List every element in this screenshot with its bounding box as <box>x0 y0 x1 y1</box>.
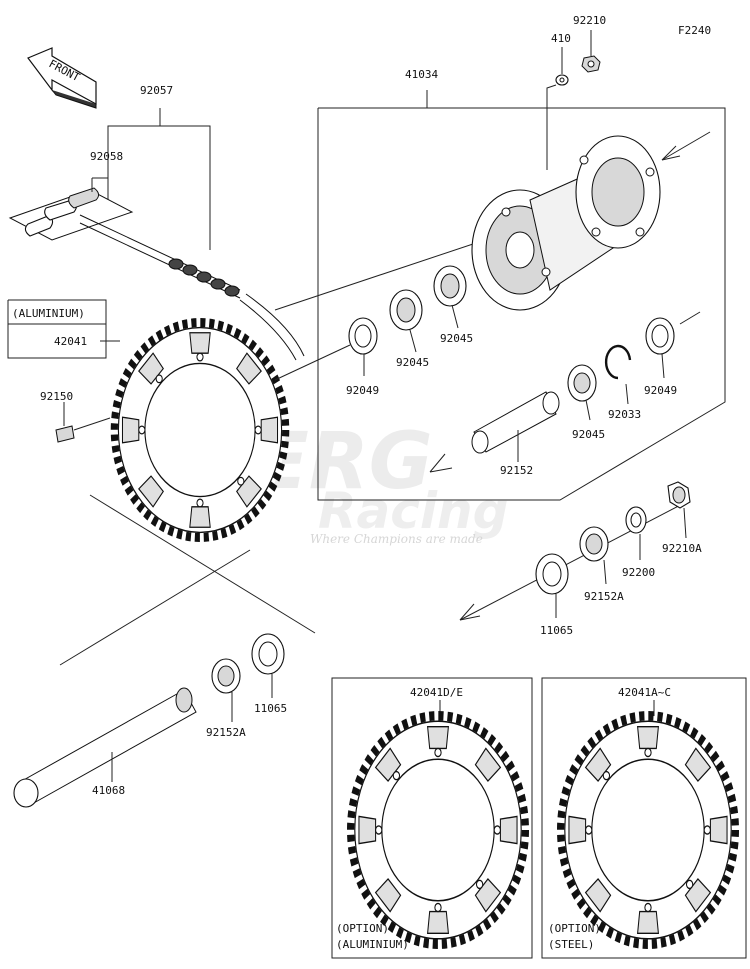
label-410: 410 <box>551 32 571 45</box>
aluminium-note-bracket <box>7 299 120 359</box>
option-aluminium-line2: (ALUMINIUM) <box>336 938 409 951</box>
chain-master-link <box>8 177 134 241</box>
seal-11065-a <box>535 553 569 618</box>
label-41034: 41034 <box>405 68 438 81</box>
label-92200: 92200 <box>622 566 655 579</box>
front-arrow-icon: FRONT <box>27 47 97 109</box>
bearing-92045-b <box>389 289 423 353</box>
option-steel-line1: (OPTION) <box>548 922 601 935</box>
label-11065-a: 11065 <box>540 624 573 637</box>
washer-92200 <box>625 506 647 560</box>
label-42041AC: 42041A~C <box>618 686 671 699</box>
seal-92049-b <box>645 317 675 379</box>
option-box-aluminium <box>331 677 533 959</box>
label-92057: 92057 <box>140 84 173 97</box>
label-11065-b: 11065 <box>254 702 287 715</box>
label-42041: 42041 <box>54 335 87 348</box>
label-92152A-b: 92152A <box>206 726 246 739</box>
drive-chain <box>79 214 305 361</box>
label-92045-b: 92045 <box>396 356 429 369</box>
direction-arrows <box>429 131 711 621</box>
bearing-92045-a <box>433 265 467 329</box>
rear-hub-41034 <box>471 135 661 311</box>
label-92058: 92058 <box>90 150 123 163</box>
seal-92049-a <box>348 317 378 376</box>
watermark-tagline: Where Champions are made <box>310 532 483 546</box>
bearing-92045-c <box>567 364 597 421</box>
rear-sprocket-42041 <box>114 322 285 537</box>
circlip-92033 <box>604 344 632 405</box>
nut-92210 <box>581 30 601 73</box>
label-92210: 92210 <box>573 14 606 27</box>
collar-92152A-b <box>211 658 241 722</box>
label-92150: 92150 <box>40 390 73 403</box>
hub-bracket <box>317 90 726 501</box>
assembly-guide-lines <box>59 239 691 666</box>
label-92045-c: 92045 <box>572 428 605 441</box>
label-92049-a: 92049 <box>346 384 379 397</box>
seal-11065-b <box>251 633 285 698</box>
chain-bracket <box>107 108 211 250</box>
spacer-92152 <box>471 391 560 462</box>
diagram-code: F2240 <box>678 24 711 37</box>
label-92033: 92033 <box>608 408 641 421</box>
label-92049-b: 92049 <box>644 384 677 397</box>
label-41068: 41068 <box>92 784 125 797</box>
nut-92210A <box>667 481 691 539</box>
option-aluminium-line1: (OPTION) <box>336 922 389 935</box>
bolt-92150 <box>55 402 111 443</box>
washer-410 <box>546 74 569 170</box>
axle-41068 <box>13 687 197 808</box>
label-92210A: 92210A <box>662 542 702 555</box>
label-92152: 92152 <box>500 464 533 477</box>
watermark-sub: Racing <box>318 482 508 540</box>
option-box-steel <box>541 677 747 959</box>
label-42041DE: 42041D/E <box>410 686 463 699</box>
option-steel-line2: (STEEL) <box>548 938 594 951</box>
collar-92152A-a <box>579 526 609 585</box>
label-aluminium-note: (ALUMINIUM) <box>12 307 85 320</box>
label-92045-a: 92045 <box>440 332 473 345</box>
label-92152A-a: 92152A <box>584 590 624 603</box>
